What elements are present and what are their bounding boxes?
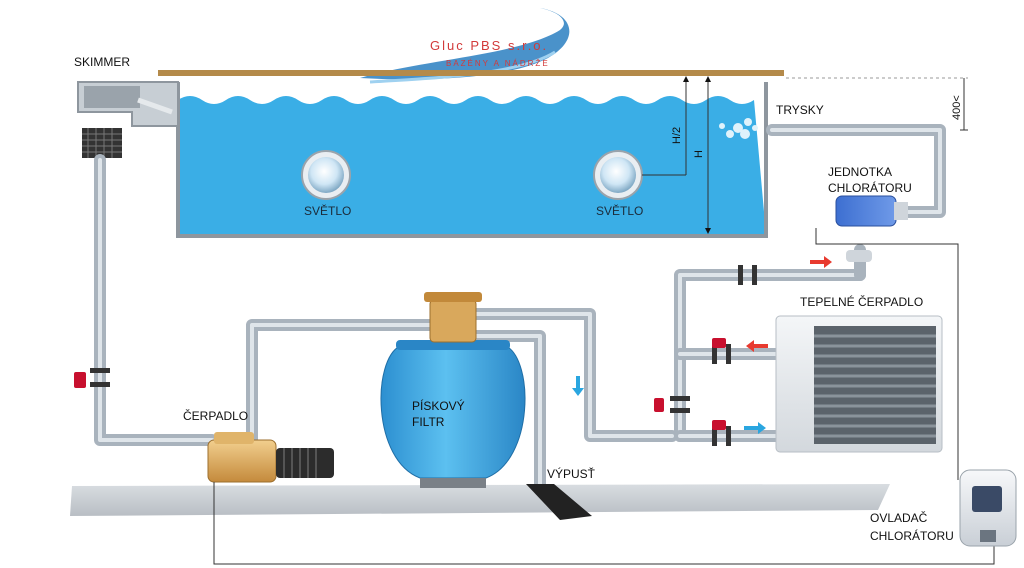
filter-label-line1: PÍSKOVÝ	[412, 398, 465, 413]
sand-filter	[380, 292, 526, 488]
circulation-pump	[207, 432, 334, 483]
chlorinator-unit	[835, 195, 908, 262]
pool-water	[178, 96, 766, 234]
arrow-right-icon	[810, 256, 832, 268]
heat-pump-label: TEPELNÉ ČERPADLO	[800, 294, 923, 309]
controller-label-line1: OVLADAČ	[870, 510, 928, 525]
pool: SVĚTLO SVĚTLO	[158, 70, 784, 238]
pool-light-right	[593, 150, 643, 200]
controller-label-line2: CHLORÁTORU	[870, 528, 954, 543]
ground	[70, 484, 890, 516]
light-right-label: SVĚTLO	[596, 203, 643, 218]
skimmer	[77, 81, 179, 158]
logo-swoosh-icon	[360, 8, 570, 80]
chlorinator-label-line1: JEDNOTKA	[828, 165, 892, 179]
depth-dimensions: H/2 H 400<	[671, 76, 968, 234]
height-label: H	[693, 150, 705, 158]
logo-name: Gluc PBS s.r.o.	[430, 38, 548, 53]
filter-label-line2: FILTR	[412, 415, 445, 429]
half-height-label: H/2	[671, 127, 683, 144]
nozzles-label: TRYSKY	[776, 103, 824, 117]
flow-arrows	[572, 256, 832, 434]
logo-tagline: BAZÉNY A NÁDRŽE	[446, 59, 550, 68]
valve-icon	[74, 372, 86, 388]
chlorinator-controller	[959, 469, 1017, 547]
pool-light-left	[301, 150, 351, 200]
pool-wall	[176, 82, 768, 238]
drain	[526, 484, 592, 520]
pipe-unions	[90, 265, 757, 446]
skimmer-label: SKIMMER	[74, 55, 130, 69]
valve-icon	[654, 398, 664, 412]
pump-label: ČERPADLO	[183, 408, 248, 423]
control-cable	[213, 228, 995, 565]
drain-label: VÝPUSŤ	[547, 466, 596, 481]
pool-deck	[158, 70, 784, 76]
arrow-right-icon	[744, 422, 766, 434]
light-left-label: SVĚTLO	[304, 203, 351, 218]
offset-label: 400<	[951, 95, 963, 120]
nozzle-splash-icon	[719, 118, 758, 139]
valve-icon	[712, 420, 726, 430]
heat-pump	[775, 315, 943, 453]
valve-icon	[712, 338, 726, 348]
valves	[74, 338, 726, 430]
arrow-down-icon	[572, 376, 584, 396]
chlorinator-label-line2: CHLORÁTORU	[828, 180, 912, 195]
skimmer-basket-icon	[82, 128, 122, 158]
multiport-valve-handle-icon	[424, 292, 482, 302]
arrow-left-icon	[746, 340, 768, 352]
